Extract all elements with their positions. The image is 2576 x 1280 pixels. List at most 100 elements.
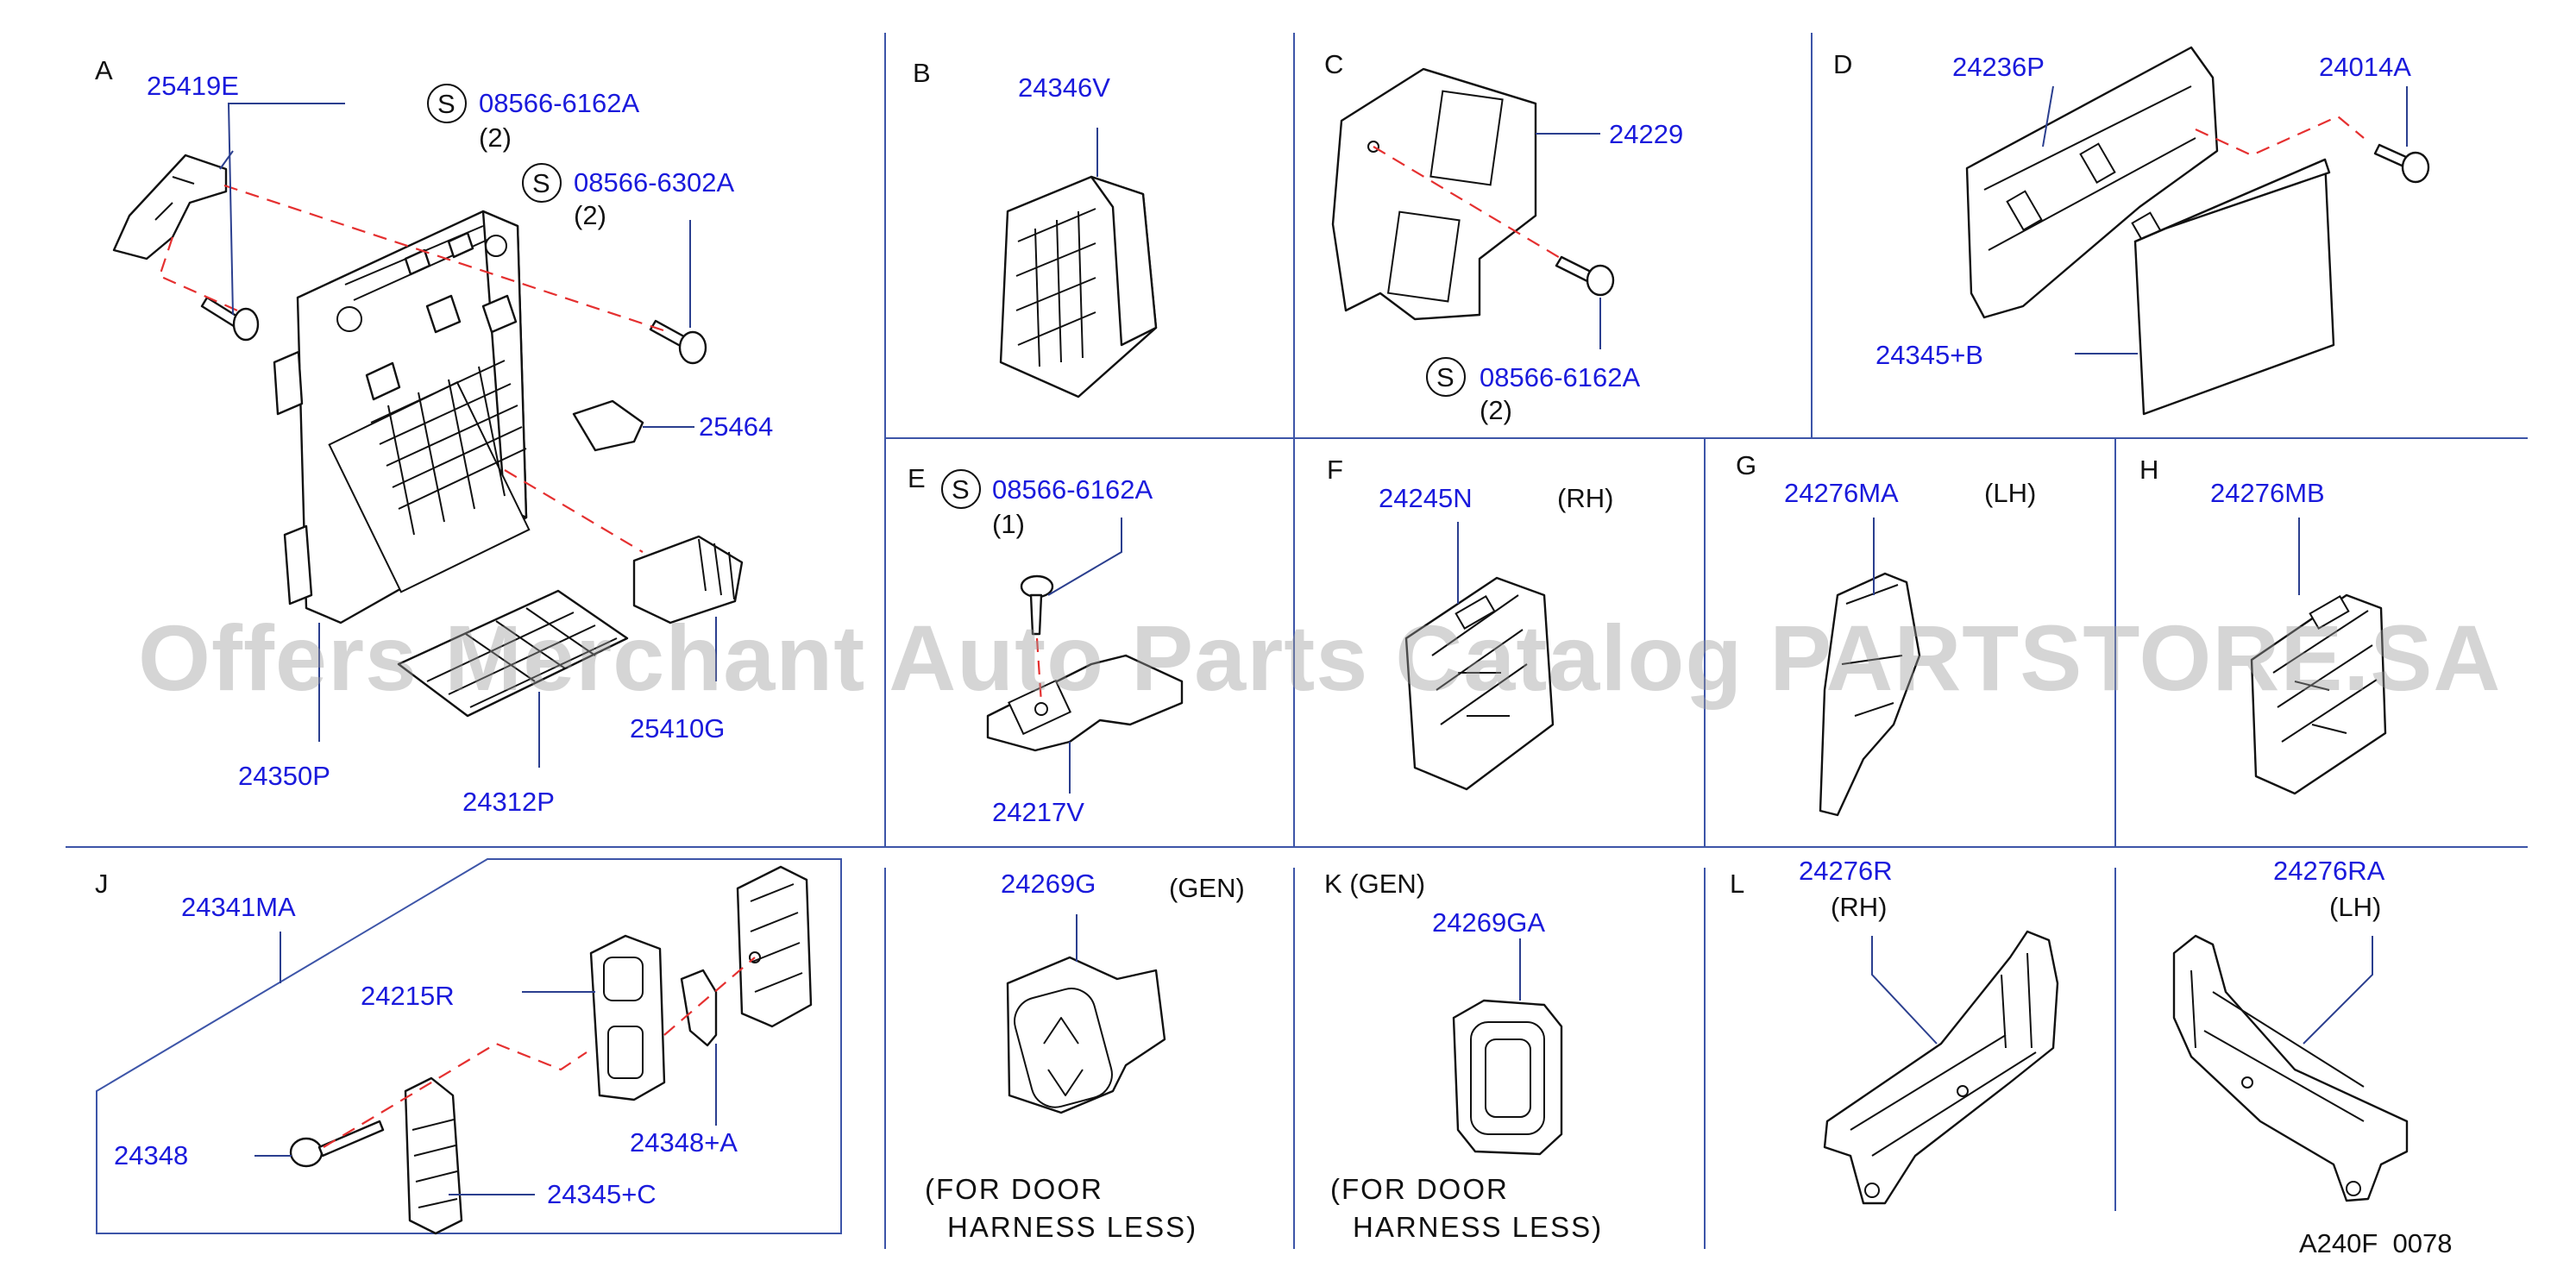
part-number-24346v[interactable]: 24346V (1018, 72, 1110, 103)
screw-symbol: S (1436, 362, 1454, 392)
section-label-d: D (1833, 49, 1852, 79)
gen-tag: (GEN) (1169, 873, 1245, 903)
control-unit-drawing (2133, 158, 2335, 416)
note-line-1: (FOR DOOR (1330, 1173, 1509, 1205)
diagram-code: A240F 0078 (2299, 1228, 2453, 1258)
screw-symbol-circle (1426, 357, 1466, 397)
part-number-24276mb[interactable]: 24276MB (2210, 478, 2325, 508)
cover-drawing (397, 589, 629, 718)
screw-drawing (1555, 255, 1615, 297)
bolt-drawing (2373, 143, 2430, 184)
section-d: D 24236P 24014A 24345+B (1833, 46, 2430, 416)
section-g: G 24276MA (LH) (1736, 450, 2036, 817)
part-number-24312p[interactable]: 24312P (462, 787, 555, 817)
bracket-drawing (1331, 67, 1537, 321)
section-label-l: L (1730, 869, 1744, 899)
section-label-c: C (1324, 49, 1343, 79)
part-number-24229[interactable]: 24229 (1609, 119, 1683, 149)
section-j: J 24341MA 24215R 24348 24348+ (95, 858, 842, 1235)
grommet-drawing (1006, 956, 1166, 1114)
bracket-drawing (112, 154, 228, 260)
side-label: (RH) (1557, 483, 1613, 513)
side-label-rh: (RH) (1831, 892, 1887, 922)
part-number-24345b[interactable]: 24345+B (1875, 340, 1983, 370)
side-label: (LH) (1984, 478, 2036, 508)
screw-symbol: S (952, 474, 970, 505)
screw-drawing-a1 (200, 296, 260, 342)
screw-drawing-a2 (649, 319, 707, 365)
part-number-25464[interactable]: 25464 (699, 411, 773, 442)
quantity-label: (2) (479, 122, 512, 153)
part-number-24276r[interactable]: 24276R (1799, 856, 1893, 886)
section-label-e: E (908, 463, 926, 493)
section-gen: 24269G (GEN) (FOR DOOR HARNESS LESS) (925, 869, 1245, 1243)
section-c: C 24229 S 08566-6162A (2) (1324, 49, 1683, 425)
section-label-k: K (GEN) (1324, 869, 1425, 899)
part-number-25410g[interactable]: 25410G (630, 713, 725, 744)
section-a: A (95, 55, 773, 817)
part-number-08566-6162a[interactable]: 08566-6162A (1480, 362, 1640, 392)
part-number-24014a[interactable]: 24014A (2319, 52, 2411, 82)
bracket-drawing (1819, 572, 1921, 817)
part-number-24269g[interactable]: 24269G (1001, 869, 1096, 899)
relay-drawing (632, 535, 744, 624)
part-number-08566-6162a[interactable]: 08566-6162A (479, 88, 639, 118)
part-number-08566-6162a[interactable]: 08566-6162A (992, 474, 1153, 505)
part-number-24217v[interactable]: 24217V (992, 797, 1084, 827)
grommet-drawing (589, 934, 666, 1101)
note-line-2: HARNESS LESS) (1353, 1211, 1603, 1243)
section-label-f: F (1327, 455, 1343, 485)
section-grid (66, 33, 2528, 1249)
fuse-block-drawing (273, 210, 531, 624)
holder-drawing (404, 1076, 463, 1235)
part-number-24236p[interactable]: 24236P (1952, 52, 2045, 82)
bolt-drawing (1020, 574, 1054, 636)
part-number-24348[interactable]: 24348 (114, 1140, 188, 1170)
screw-symbol: S (532, 168, 550, 198)
part-number-25419e[interactable]: 25419E (147, 71, 239, 101)
screw-symbol-circle (522, 163, 562, 203)
screw-symbol: S (437, 89, 456, 119)
section-l: L 24276R (RH) 24276RA (LH) (1730, 856, 2409, 1205)
connector-drawing (2250, 593, 2387, 795)
part-number-24348a[interactable]: 24348+A (630, 1127, 738, 1158)
quantity-label: (2) (1480, 395, 1512, 425)
section-label-g: G (1736, 450, 1756, 480)
side-label-lh: (LH) (2329, 892, 2381, 922)
connector-drawing (1404, 576, 1555, 791)
part-number-24345c[interactable]: 24345+C (547, 1179, 657, 1209)
part-number-24341ma[interactable]: 24341MA (181, 892, 296, 922)
section-label-b: B (913, 58, 931, 88)
screw-symbol-circle (941, 469, 981, 509)
quantity-label: (2) (574, 200, 606, 230)
section-f: F 24245N (RH) (1327, 455, 1613, 791)
fuse-drawing (572, 399, 644, 452)
section-label-j: J (95, 869, 109, 899)
section-k: K (GEN) 24269GA (FOR DOOR HARNESS LESS) (1324, 869, 1603, 1243)
part-number-24276ma[interactable]: 24276MA (1784, 478, 1899, 508)
part-number-24245n[interactable]: 24245N (1379, 483, 1473, 513)
part-number-24215r[interactable]: 24215R (361, 981, 455, 1011)
section-h: H 24276MB (2139, 455, 2387, 795)
section-label-a: A (95, 55, 113, 85)
bolt-drawing (289, 1120, 385, 1168)
part-number-24350p[interactable]: 24350P (238, 761, 330, 791)
section-label-h: H (2139, 455, 2158, 485)
part-number-24269ga[interactable]: 24269GA (1432, 907, 1545, 938)
screw-symbol-circle (427, 84, 467, 123)
note-line-2: HARNESS LESS) (947, 1211, 1197, 1243)
part-number-24276ra[interactable]: 24276RA (2273, 856, 2385, 886)
bracket-lh-drawing (2172, 934, 2409, 1202)
part-number-08566-6302a[interactable]: 08566-6302A (574, 167, 734, 198)
grommet-drawing (1452, 999, 1563, 1156)
quantity-label: (1) (992, 509, 1025, 539)
section-e: E S 08566-6162A (1) 24217V (908, 463, 1184, 827)
connector-drawing (999, 175, 1158, 398)
clip-drawing (680, 969, 718, 1047)
bracket-rh-drawing (1823, 930, 2059, 1205)
section-b: B 24346V (913, 58, 1158, 398)
watermark-text: Offers Merchant Auto Parts Catalog PARTS… (138, 605, 2501, 710)
bracket-drawing (986, 654, 1184, 752)
connector-drawing (736, 865, 813, 1028)
